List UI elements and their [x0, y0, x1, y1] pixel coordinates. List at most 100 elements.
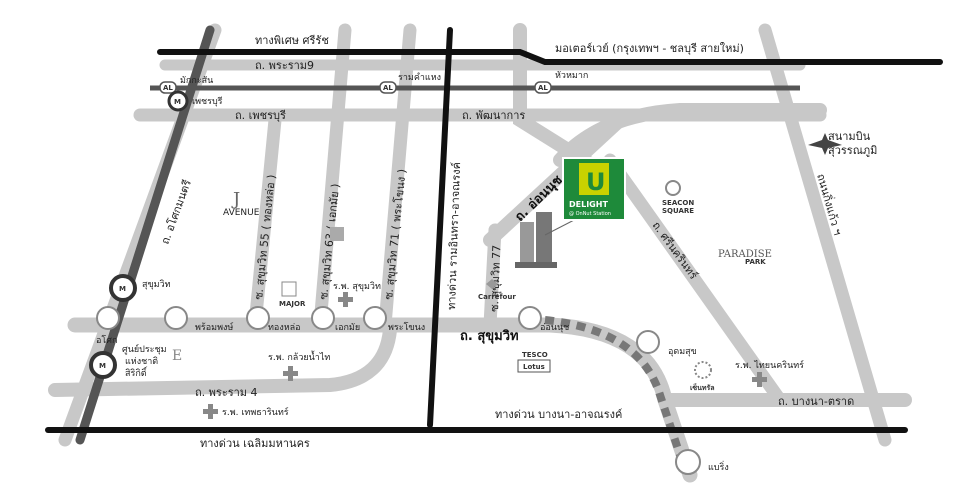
- label-phetchaburi: ถ. เพชรบุรี: [235, 109, 286, 122]
- svg-text:Lotus: Lotus: [523, 363, 545, 371]
- expressway-ramintra: [427, 27, 453, 428]
- j-avenue-text: AVENUE: [223, 208, 260, 218]
- svg-text:AL: AL: [538, 84, 548, 92]
- svg-text:MAJOR: MAJOR: [279, 300, 306, 308]
- label-soi77: ซ. สุขุมวิท 77: [488, 245, 503, 312]
- airplane-icon: [808, 133, 842, 155]
- expressway-sirat-motorway: [157, 49, 943, 65]
- project-logo-letter: U: [586, 168, 606, 196]
- svg-text:SQUARE: SQUARE: [662, 207, 694, 215]
- road-rama4: [48, 323, 397, 397]
- label-mrt-phetchaburi: เพชรบุรี: [192, 96, 223, 107]
- label-bts-udomsuk: อุดมสุข: [668, 347, 697, 357]
- road-onnut: [483, 113, 627, 247]
- label-mrt-sukhumvit: สุขุมวิท: [142, 279, 171, 290]
- label-bts-phrakhanong: พระโขนง: [388, 322, 425, 333]
- svg-text:M: M: [99, 362, 106, 370]
- road-soi71: [378, 23, 417, 332]
- bts-bearing-marker: [675, 449, 701, 475]
- mrt-station-sukhumvit[interactable]: M: [109, 274, 137, 302]
- emporium-logo: E: [172, 348, 182, 364]
- label-hosp-thainakarin: ร.พ. ไทยนครินทร์: [735, 359, 804, 371]
- svg-text:M: M: [174, 98, 181, 106]
- al-station-ramkhamhaeng[interactable]: AL: [379, 81, 397, 94]
- label-phatthanakan: ถ. พัฒนาการ: [462, 109, 525, 122]
- hospital-thephatharin-icon: [203, 404, 218, 419]
- bts-asok-marker: [96, 306, 120, 330]
- label-airport-2: สุวรรณภูมิ: [828, 144, 877, 157]
- bts-udomsuk-marker: [636, 330, 660, 354]
- label-rama9: ถ. พระราม9: [255, 59, 314, 72]
- label-bts-ekkamai: เอกมัย: [335, 323, 360, 333]
- mrt-station-qsncc[interactable]: M: [89, 351, 117, 379]
- label-airport-1: สนามบิน: [828, 130, 871, 143]
- label-bts-onnut: อ่อนนุช: [540, 323, 569, 333]
- j-avenue-logo: J: [231, 189, 240, 210]
- label-expressway-sirat: ทางพิเศษ ศรีรัช: [255, 34, 329, 47]
- label-chalerm-expressway: ทางด่วน เฉลิมมหานคร: [200, 437, 310, 450]
- road-kingkaew: [758, 23, 892, 447]
- label-qsncc-2: แห่งชาติ: [125, 356, 158, 367]
- label-makkasan: มักกะสัน: [180, 76, 213, 86]
- paradise-park-sub: PARK: [745, 258, 766, 266]
- label-bts-bearing: แบริ่ง: [708, 460, 729, 473]
- svg-text:SEACON: SEACON: [662, 199, 694, 207]
- bts-ekkamai-marker: [311, 306, 335, 330]
- label-bts-thonglo: ทองหล่อ: [268, 323, 301, 333]
- road-phatthanakan-curve: [553, 103, 827, 167]
- label-bangna-expressway: ทางด่วน บางนา-อาจณรงค์: [495, 408, 622, 421]
- hospital-kluaynamthai-icon: [283, 366, 298, 381]
- seacon-logo: SEACON SQUARE: [662, 180, 694, 215]
- label-rama4: ถ. พระราม 4: [195, 386, 258, 399]
- bts-phromphong-marker: [164, 306, 188, 330]
- bts-thonglo-marker: [246, 306, 270, 330]
- project-name: DELIGHT: [569, 200, 608, 209]
- label-bangna-trat: ถ. บางนา-ตราด: [778, 395, 854, 408]
- carrefour-logo: Carrefour: [478, 279, 516, 301]
- road-soi63: [313, 23, 352, 332]
- big-c-logo: [330, 227, 344, 241]
- bts-stations: [96, 306, 701, 475]
- label-srinakarin: ถ. ศรีนครินทร์: [650, 219, 701, 282]
- label-motorway: มอเตอร์เวย์ (กรุงเทพฯ - ชลบุรี สายใหม่): [555, 42, 744, 55]
- label-soi71: ซ. สุขุมวิท 71 ( พระโขนง ): [381, 168, 409, 300]
- tesco-lotus-logo: TESCO Lotus: [517, 351, 551, 373]
- paradise-park-logo: PARADISE: [718, 249, 772, 260]
- label-ramkhamhaeng: รามคำแหง: [398, 72, 441, 83]
- svg-text:เซ็นทรัล: เซ็นทรัล: [690, 383, 715, 392]
- mrt-station-phetchaburi[interactable]: M: [167, 90, 189, 112]
- label-qsncc-3: สิริกิติ์: [125, 366, 148, 379]
- svg-text:M: M: [119, 285, 126, 293]
- project-subtitle: @ OnNut Station: [569, 211, 611, 217]
- label-hosp-sukhumvit: ร.พ. สุขุมวิท: [333, 281, 381, 292]
- bts-phrakhanong-marker: [363, 306, 387, 330]
- central-bangna-logo: เซ็นทรัล: [690, 361, 715, 392]
- project-logo[interactable]: U DELIGHT @ OnNut Station: [562, 157, 626, 221]
- label-sukhumvit: ถ. สุขุมวิท: [460, 329, 519, 344]
- svg-text:AL: AL: [383, 84, 393, 92]
- road-soi77: [483, 223, 502, 332]
- svg-text:AL: AL: [163, 84, 173, 92]
- al-station-makkasan[interactable]: AL: [159, 81, 177, 94]
- hospital-icons: [203, 292, 767, 419]
- label-qsncc-1: ศูนย์ประชุม: [122, 343, 167, 355]
- bts-onnut-marker: [518, 306, 542, 330]
- label-bts-phromphong: พร้อมพงษ์: [195, 321, 234, 333]
- label-ramintra-expressway: ทางด่วน รามอินทรา-อาจณรงค์: [445, 162, 463, 310]
- road-srinakarin: [603, 153, 787, 407]
- label-huamak: หัวหมาก: [555, 71, 588, 81]
- al-station-huamak[interactable]: AL: [534, 81, 552, 94]
- label-bts-asok: อโศก: [96, 335, 117, 346]
- project-building-icon: [515, 212, 557, 268]
- expressways: [45, 27, 943, 433]
- hospital-thainakarin-icon: [752, 372, 767, 387]
- svg-text:TESCO: TESCO: [522, 351, 548, 359]
- hospital-sukhumvit-icon: [338, 292, 353, 307]
- major-logo: MAJOR: [279, 281, 306, 308]
- label-hosp-kluaynamthai: ร.พ. กล้วยน้ำไท: [268, 350, 330, 363]
- svg-text:Carrefour: Carrefour: [478, 293, 516, 301]
- bts-extension: [544, 316, 689, 472]
- label-soi55: ซ. สุขุมวิท 55 ( ทองหล่อ ): [252, 174, 278, 300]
